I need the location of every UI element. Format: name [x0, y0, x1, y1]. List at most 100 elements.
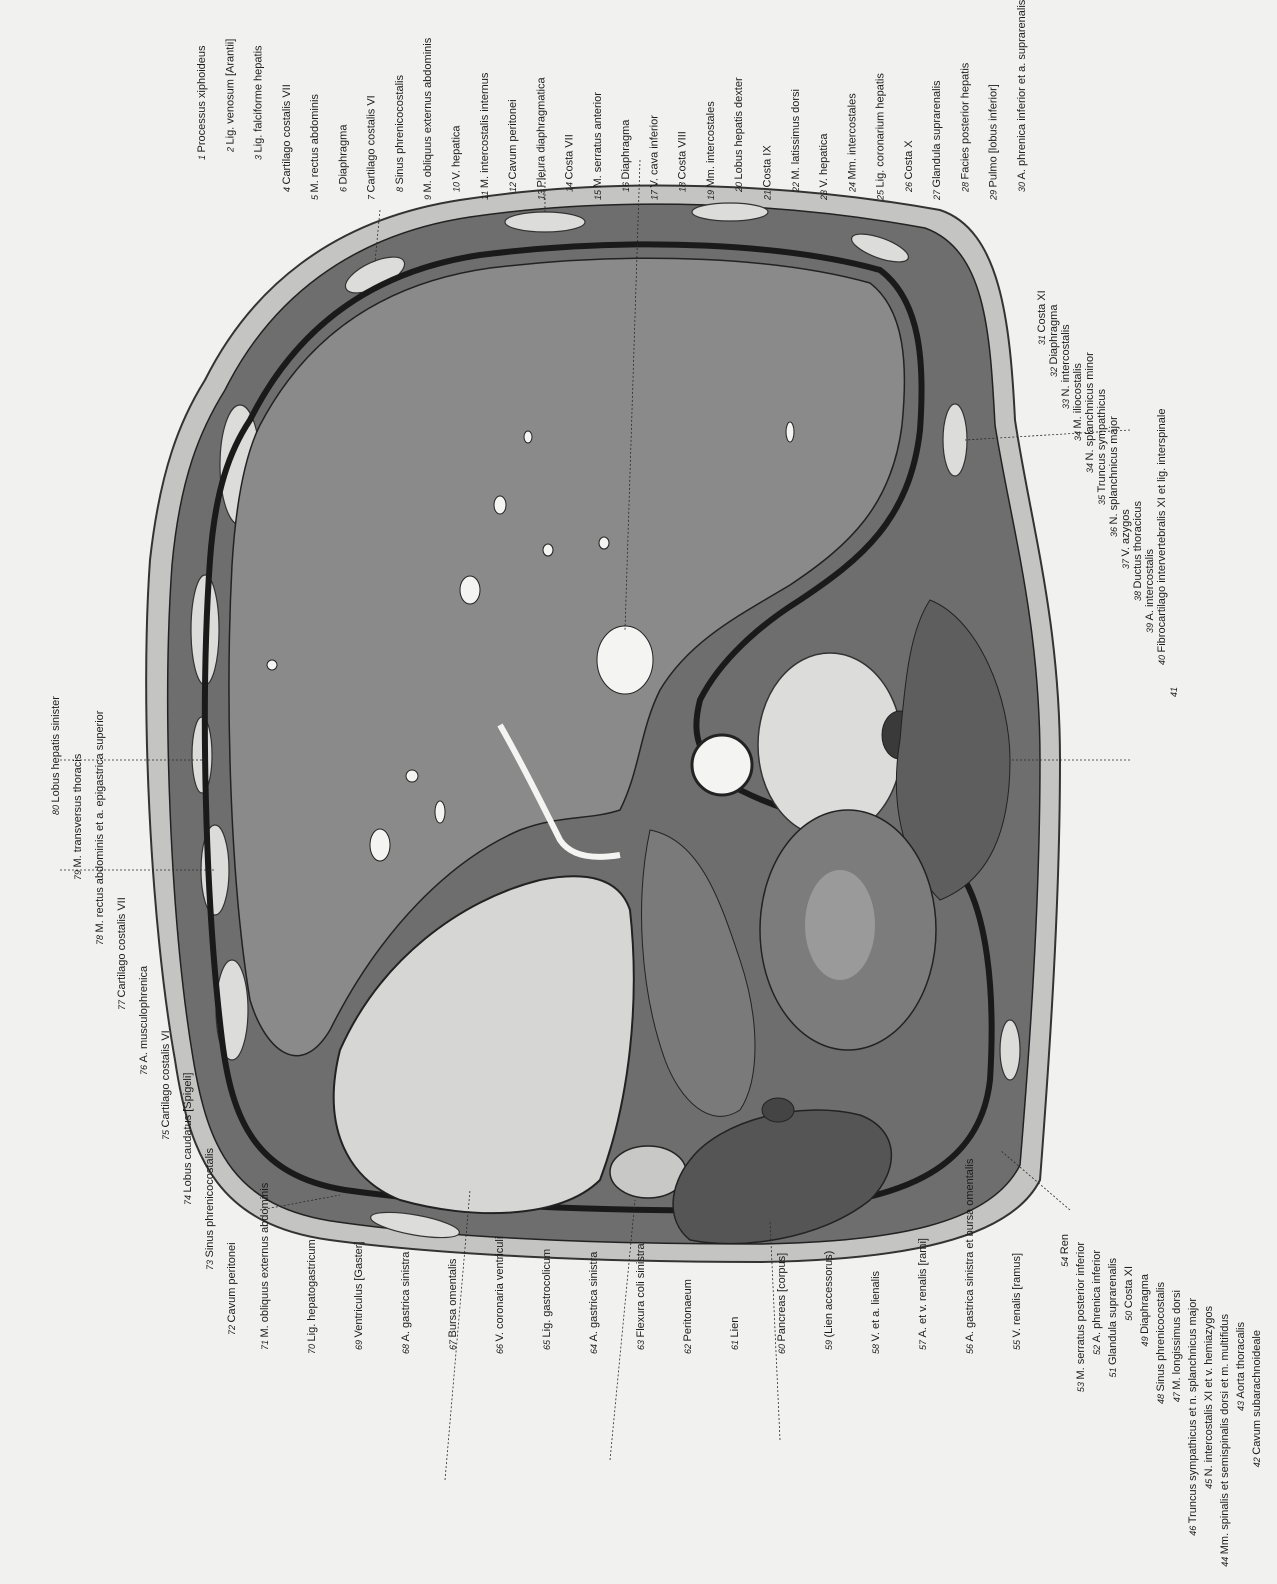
costa-viii — [505, 212, 585, 232]
costa-ix — [692, 203, 768, 221]
label-text: Diaphragma — [620, 119, 632, 180]
label-text: M. longissimus dorsi — [1171, 1290, 1183, 1390]
label-text: Truncus sympathicus et n. splanchnicus m… — [1187, 1298, 1199, 1524]
label-text: A. gastrica sinistra — [400, 1251, 412, 1342]
bottom-right-label: 47 M. longissimus dorsi — [1171, 1290, 1183, 1402]
label-number: 7 — [367, 192, 377, 200]
bottom-label: 65 Lig. gastrocolicum — [541, 1249, 553, 1350]
label-text: Lobus caudatus [Spigeli] — [182, 1073, 194, 1193]
label-text: Glandula suprarenalis — [1107, 1258, 1119, 1366]
right-label: 38 Ductus thoracicus — [1132, 501, 1144, 601]
label-text: A. musculophrenica — [138, 965, 150, 1062]
label-text: Fibrocartilago intervertebralis XI et li… — [1156, 409, 1168, 653]
label-text: Ductus thoracicus — [1132, 501, 1144, 589]
label-text: Costa IX — [762, 145, 774, 188]
label-number: 28 — [960, 179, 970, 193]
label-number: 33 — [1061, 396, 1071, 409]
top-label: 26 Costa X — [903, 140, 915, 193]
right-label: 37 V. azygos — [1120, 509, 1132, 569]
label-number: 36 — [1109, 524, 1119, 537]
label-text: Facies posterior hepatis — [959, 62, 971, 179]
label-text: Cavum peritonei — [226, 1242, 238, 1322]
label-number: 75 — [161, 1127, 171, 1140]
ren-pelvis — [805, 870, 875, 980]
right-label: 39 A. intercostalis — [1144, 548, 1156, 633]
label-number: 34 — [1073, 428, 1083, 441]
label-number: 35 — [1097, 492, 1107, 505]
label-number: 29 — [989, 187, 999, 201]
label-number: 57 — [918, 1337, 928, 1350]
right-label: 36 N. splanchnicus major — [1108, 416, 1120, 537]
bottom-right-label: 43 Aorta thoracalis — [1235, 1322, 1247, 1411]
label-number: 16 — [621, 179, 631, 192]
left-label: 75 Cartilago costalis VI — [160, 1030, 172, 1140]
hepatic-vessel — [786, 422, 794, 442]
label-number: 46 — [1188, 1523, 1198, 1536]
label-number: 62 — [683, 1341, 693, 1354]
bottom-label: 58 V. et a. lienalis — [870, 1270, 882, 1354]
label-text: M. obliquus externus abdominis — [422, 37, 434, 192]
label-text: Costa VIII — [677, 131, 689, 179]
top-label: 21 Costa IX — [762, 145, 774, 201]
label-number: 56 — [965, 1341, 975, 1354]
label-number: 13 — [536, 187, 546, 200]
label-number: 78 — [95, 932, 105, 945]
label-number: 47 — [1172, 1390, 1182, 1403]
label-number: 68 — [401, 1341, 411, 1354]
label-text: Flexura coli sinistra — [635, 1242, 647, 1337]
label-number: 52 — [1092, 1342, 1102, 1355]
bottom-right-label: 50 Costa XI — [1123, 1266, 1135, 1321]
top-label: 22 M. latissimus dorsi — [790, 89, 802, 193]
v-hepatica — [460, 576, 480, 604]
right-label: 32 Diaphragma — [1048, 304, 1060, 377]
label-number: 2 — [225, 144, 235, 153]
bottom-right-label: 51 Glandula suprarenalis — [1107, 1258, 1119, 1378]
label-number: 59 — [824, 1337, 834, 1350]
bottom-label: 64 A. gastrica sinistra — [588, 1251, 600, 1354]
bottom-right-label: 54 Ren — [1059, 1234, 1071, 1267]
label-number: 43 — [1236, 1398, 1246, 1411]
label-text: Processus xiphoideus — [196, 45, 208, 153]
label-number: 74 — [183, 1192, 193, 1205]
label-number: 4 — [282, 184, 292, 192]
label-number: 66 — [495, 1341, 505, 1354]
label-text: Sinus phrenicocostalis — [1155, 1282, 1167, 1392]
label-number: 69 — [354, 1337, 364, 1350]
top-label: 17 V. cava inferior — [648, 115, 660, 200]
label-text: Mm. intercostales — [705, 101, 717, 188]
cross-section — [146, 186, 1060, 1262]
top-label: 5 M. rectus abdominis — [309, 94, 321, 200]
top-label: 27 Glandula suprarenalis — [931, 80, 943, 201]
bottom-label: 59 (Lien accessorus) — [823, 1251, 835, 1350]
label-text: Aorta thoracalis — [1235, 1322, 1247, 1399]
label-number: 42 — [1252, 1455, 1262, 1468]
label-text: Ventriculus [Gaster] — [353, 1241, 365, 1337]
top-label: 13 Pleura diaphragmatica — [535, 77, 547, 200]
label-text: M. serratus posterior inferior — [1075, 1242, 1087, 1380]
label-text: Lobus hepatis dexter — [733, 77, 745, 179]
label-text: Costa X — [903, 140, 915, 180]
label-number: 21 — [763, 187, 773, 201]
label-number: 38 — [1133, 588, 1143, 601]
label-text: A. gastrica sinistra — [588, 1251, 600, 1342]
label-number: 31 — [1037, 332, 1047, 345]
label-number: 49 — [1140, 1334, 1150, 1347]
costa-xi-left — [1000, 1020, 1020, 1080]
label-text: Ren — [1059, 1234, 1071, 1254]
bottom-label: 68 A. gastrica sinistra — [400, 1251, 412, 1354]
label-number: 80 — [51, 802, 61, 815]
label-text: Costa XI — [1123, 1266, 1135, 1308]
hepatic-vessel — [543, 544, 553, 556]
label-text: V. cava inferior — [648, 115, 660, 188]
label-number: 17 — [649, 187, 659, 200]
label-number: 25 — [876, 187, 886, 201]
label-text: (Lien accessorus) — [823, 1251, 835, 1338]
costa-xi — [943, 404, 967, 476]
left-label: 73 Sinus phrenicocostalis — [204, 1148, 216, 1270]
top-label: 25 Lig. coronarium hepatis — [875, 73, 887, 201]
hepatic-vessel — [267, 660, 277, 670]
label-number: 11 — [480, 188, 490, 200]
label-text: Diaphragma — [337, 124, 349, 185]
left-label: 74 Lobus caudatus [Spigeli] — [182, 1073, 194, 1205]
